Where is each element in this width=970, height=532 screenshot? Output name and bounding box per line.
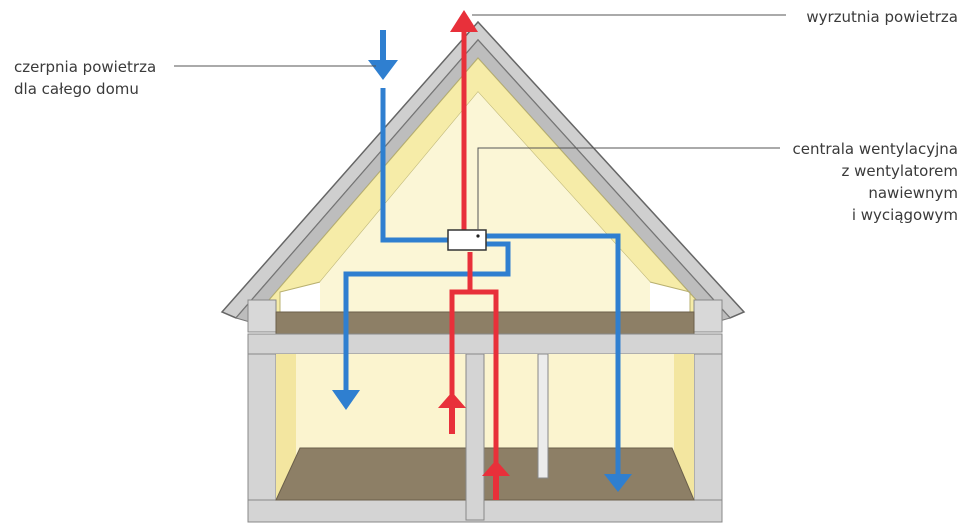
supply-air-ducts [449, 28, 499, 468]
attic-space [320, 92, 650, 312]
leader-lines [174, 14, 786, 230]
unit-label-line4: i wyciągowym [851, 206, 958, 224]
supply-arrow-left-shaft [449, 406, 455, 434]
unit-dot [476, 234, 480, 238]
supply-arrow-left [438, 392, 466, 408]
left-upper-wall [247, 299, 277, 333]
intake-label-line2: dla całego domu [14, 80, 139, 98]
interior-partition [465, 353, 485, 521]
attic-floor [275, 311, 695, 335]
extract-arrow-right [604, 474, 632, 492]
unit-label: centrala wentylacyjna z wentylatorem naw… [793, 138, 958, 226]
intake-label-line1: czerpnia powietrza [14, 58, 157, 76]
intake-arrow-shaft [380, 30, 386, 60]
ground-slab [247, 499, 723, 523]
ventilation-unit [447, 229, 487, 251]
left-room-wall-insulation [276, 354, 296, 500]
exhaust-arrow-head [450, 10, 478, 32]
left-wall [247, 353, 277, 521]
extract-air-ducts [343, 88, 621, 478]
door-frame [537, 353, 549, 479]
supply-arrow-right-shaft [493, 474, 499, 500]
exhaust-label: wyrzutnia powietrza [806, 6, 958, 28]
right-upper-wall [693, 299, 723, 333]
intake-label: czerpnia powietrza dla całego domu [14, 56, 156, 100]
supply-arrow-right [482, 460, 510, 476]
floor-left [275, 447, 467, 501]
intake-arrow-head [368, 60, 398, 80]
right-wall [693, 353, 723, 521]
unit-label-line2: z wentylatorem [841, 162, 959, 180]
ceiling-slab [247, 333, 723, 355]
unit-label-line3: nawiewnym [868, 184, 958, 202]
unit-label-line1: centrala wentylacyjna [792, 140, 958, 158]
floor-right [483, 447, 695, 501]
exhaust-label-line1: wyrzutnia powietrza [806, 8, 958, 26]
extract-arrow-left [332, 390, 360, 410]
